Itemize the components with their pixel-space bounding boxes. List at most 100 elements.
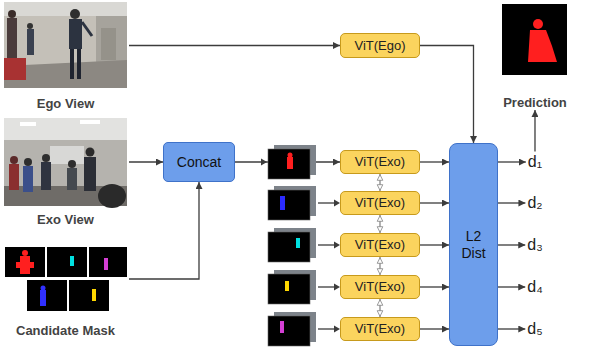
mask-tile (89, 247, 127, 277)
wall (4, 2, 127, 88)
person-body (41, 162, 51, 190)
ceiling (4, 2, 127, 16)
shared-weight-arrow (379, 174, 380, 191)
shared-weight-arrow (379, 257, 380, 275)
distance-output: d₁ (526, 151, 544, 172)
node-label: d₃ (527, 235, 542, 254)
mask-tile (27, 280, 67, 311)
person-body (84, 157, 96, 191)
encoder-box: ViT(Exo) (340, 191, 420, 215)
mask-blob (285, 281, 289, 291)
encoder-box: ViT(Exo) (340, 317, 420, 341)
arrow-line (318, 244, 334, 245)
thumbnail-mask (268, 316, 310, 346)
ceiling (4, 118, 127, 140)
ceiling-light (20, 122, 36, 126)
encoder-box: ViT(Exo) (340, 150, 420, 174)
node-label: Concat (177, 154, 221, 171)
mask-tile (69, 280, 109, 311)
person-leg (70, 49, 74, 79)
image-panel: Exo View (2, 118, 129, 227)
person-head (27, 23, 33, 29)
node-label: L2 Dist (456, 228, 491, 262)
distance-output: d₃ (525, 234, 544, 255)
mask-blob (287, 157, 293, 169)
person-head (86, 148, 95, 157)
node-label: Exo View (2, 212, 129, 227)
node-label: ViT(Exo) (355, 154, 405, 170)
ego-view-photo (4, 2, 127, 88)
node-label: ViT(Exo) (355, 321, 405, 337)
encoder-box: ViT(Exo) (340, 275, 420, 299)
arrow-line (318, 202, 334, 203)
person-body (9, 164, 19, 190)
shared-weight-arrow (379, 215, 380, 233)
arrow-connector (420, 328, 449, 329)
mask-blob (40, 290, 46, 306)
arrow-line (318, 286, 334, 287)
mask-blob (92, 289, 96, 301)
arrow-connector (498, 286, 525, 287)
person-head (8, 10, 16, 18)
arrow-connector (129, 45, 340, 46)
mask-blob (16, 262, 34, 268)
image-panel: Ego View (2, 2, 129, 111)
node-label: Prediction (493, 95, 577, 110)
arrow-connector (129, 161, 163, 162)
process-box: Concat (163, 142, 235, 182)
person-body (69, 19, 82, 49)
thumbnail-mask (268, 190, 310, 220)
mask-blob (280, 321, 284, 333)
encoder-box: ViT(Ego) (340, 33, 420, 58)
candidate-mask-tiles (5, 247, 127, 311)
red-object (4, 58, 26, 80)
thumbnail-mask (268, 232, 310, 262)
person-head (68, 160, 76, 168)
mask-blob (70, 256, 74, 266)
thumbnail-mask (268, 149, 310, 179)
node-label: ViT(Exo) (355, 237, 405, 253)
person-head (42, 154, 50, 162)
node-label: Ego View (2, 96, 129, 111)
node-label: Candidate Mask (2, 323, 129, 338)
person-head (10, 156, 18, 164)
encoder-box: ViT(Exo) (340, 233, 420, 257)
distance-output: d₄ (525, 276, 544, 297)
prediction-image (502, 4, 567, 75)
person-leg (77, 49, 81, 79)
arrow-connector (534, 110, 535, 151)
arrow-line (318, 328, 334, 329)
person-head (24, 158, 32, 166)
person-body (67, 168, 77, 190)
arrow-connector (420, 46, 474, 144)
mask-blob (296, 238, 300, 248)
arrow-connector (498, 244, 525, 245)
thumbnail-mask (268, 274, 310, 304)
node-label: d₁ (528, 152, 542, 171)
person-body (23, 166, 33, 192)
distance-output: d₅ (525, 318, 544, 339)
distance-output: d₂ (525, 192, 544, 213)
arrow-connector (129, 182, 199, 279)
mask-blob (104, 258, 108, 270)
arrow-connector (420, 286, 449, 287)
image-panel: Candidate Mask (2, 247, 129, 338)
arrow-connector (498, 328, 525, 329)
mask-blob (280, 196, 285, 210)
node-label: ViT(Exo) (355, 195, 405, 211)
arrow-connector (498, 202, 525, 203)
ceiling-light (80, 120, 100, 124)
predicted-mask (533, 19, 543, 29)
arrow-connector (420, 161, 449, 162)
person-head (70, 9, 80, 19)
image-panel: Prediction (493, 4, 577, 110)
node-label: d₄ (527, 277, 542, 296)
wall-panel (96, 16, 127, 68)
arrow-head (261, 159, 267, 166)
arrow-connector (420, 244, 449, 245)
person-body (27, 29, 34, 55)
exo-view-photo (4, 118, 127, 208)
node-label: ViT(Exo) (355, 279, 405, 295)
arrow-connector (498, 161, 526, 162)
